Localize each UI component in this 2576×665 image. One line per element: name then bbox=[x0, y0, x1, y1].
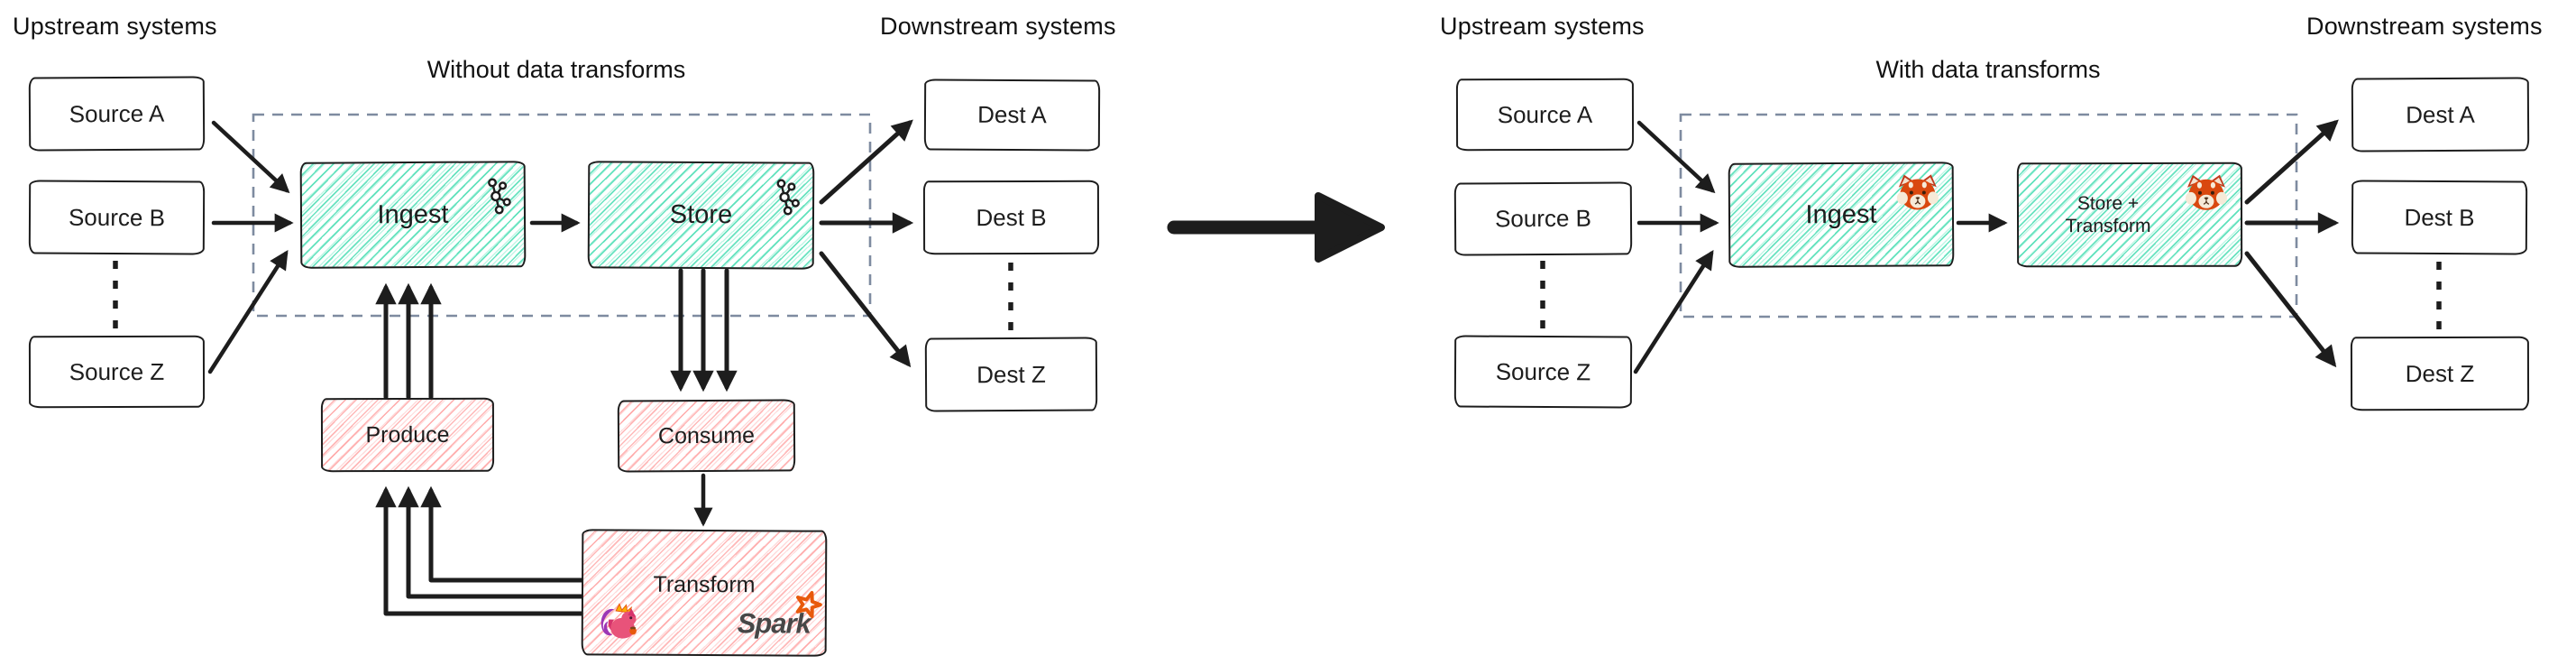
source-z-label-left: Source Z bbox=[69, 357, 165, 385]
dest-a-label-left: Dest A bbox=[977, 100, 1047, 129]
arrow-st-to-dest-a-right bbox=[2244, 119, 2339, 205]
dest-z-label-right: Dest Z bbox=[2405, 359, 2475, 387]
kafka-icon bbox=[482, 175, 511, 224]
dest-z-label-left: Dest Z bbox=[976, 360, 1046, 388]
source-b-label-right: Source B bbox=[1494, 204, 1592, 233]
diagram-title-left: Without data transforms bbox=[426, 56, 686, 83]
dest-b-box-left: Dest B bbox=[922, 180, 1100, 255]
source-z-box-right: Source Z bbox=[1453, 335, 1633, 409]
downstream-label-right: Downstream systems bbox=[2306, 13, 2543, 40]
arrow-source-z-to-ingest-left bbox=[207, 250, 289, 374]
dest-a-box-left: Dest A bbox=[923, 79, 1101, 152]
diagram-title-right: With data transforms bbox=[1875, 56, 2101, 83]
produce-box: Produce bbox=[320, 397, 495, 473]
ingest-label-left: Ingest bbox=[377, 199, 449, 229]
source-a-box-left: Source A bbox=[28, 76, 206, 152]
source-b-label-left: Source B bbox=[68, 203, 166, 231]
store-transform-line1: Store + bbox=[2076, 192, 2140, 215]
arrow-store-to-dest-a-left bbox=[819, 119, 913, 205]
spark-star-icon bbox=[793, 590, 823, 627]
source-z-box-left: Source Z bbox=[28, 335, 206, 409]
arrow-source-z-to-ingest-right bbox=[1633, 250, 1714, 374]
source-z-label-right: Source Z bbox=[1495, 357, 1591, 385]
dest-a-label-right: Dest A bbox=[2406, 100, 2475, 128]
dest-a-box-right: Dest A bbox=[2351, 77, 2530, 152]
flink-icon bbox=[596, 602, 643, 646]
dest-z-box-left: Dest Z bbox=[924, 337, 1098, 412]
source-a-box-right: Source A bbox=[1455, 78, 1635, 152]
ellipsis-connectors bbox=[113, 261, 2442, 332]
store-box-left: Store bbox=[587, 161, 815, 270]
store-transform-label: Store + Transform bbox=[2065, 192, 2151, 237]
upstream-label-left: Upstream systems bbox=[13, 13, 217, 40]
arrow-transform-to-produce-3 bbox=[375, 485, 585, 616]
store-transform-line2: Transform bbox=[2065, 215, 2151, 237]
consume-label: Consume bbox=[657, 422, 756, 448]
arrow-st-to-dest-z-right bbox=[2244, 251, 2337, 368]
dest-z-box-right: Dest Z bbox=[2350, 336, 2530, 411]
ingest-box-right: Ingest bbox=[1728, 162, 1955, 268]
big-transition-arrow bbox=[1167, 192, 1385, 263]
source-b-box-right: Source B bbox=[1453, 181, 1633, 256]
spark-logo: Spark bbox=[738, 590, 822, 640]
arrow-source-a-to-ingest-left bbox=[211, 120, 290, 194]
dest-b-label-right: Dest B bbox=[2404, 203, 2475, 231]
arrow-transform-to-produce-1 bbox=[420, 485, 585, 583]
source-a-label-right: Source A bbox=[1497, 100, 1593, 128]
store-transform-box: Store + Transform bbox=[2016, 162, 2243, 268]
source-a-label-left: Source A bbox=[69, 99, 165, 127]
produce-label: Produce bbox=[365, 421, 450, 448]
arrow-transform-to-produce-2 bbox=[398, 485, 585, 599]
kafka-icon bbox=[771, 176, 800, 225]
upstream-label-right: Upstream systems bbox=[1440, 13, 1645, 40]
ingest-label-right: Ingest bbox=[1805, 199, 1877, 229]
dest-b-label-left: Dest B bbox=[976, 203, 1047, 231]
dest-b-box-right: Dest B bbox=[2351, 180, 2528, 255]
arrow-store-to-dest-z-left bbox=[819, 251, 912, 368]
ingest-box-left: Ingest bbox=[299, 161, 527, 269]
redpanda-icon bbox=[2185, 173, 2228, 217]
source-b-box-left: Source B bbox=[28, 180, 206, 255]
redpanda-icon bbox=[1896, 172, 1939, 217]
consume-box: Consume bbox=[617, 399, 796, 473]
store-label-left: Store bbox=[669, 199, 733, 230]
arrow-source-a-to-ingest-right bbox=[1636, 120, 1716, 194]
transform-label: Transform bbox=[653, 571, 756, 597]
downstream-label-left: Downstream systems bbox=[880, 13, 1116, 40]
transform-box: Transform Spark bbox=[581, 529, 828, 657]
